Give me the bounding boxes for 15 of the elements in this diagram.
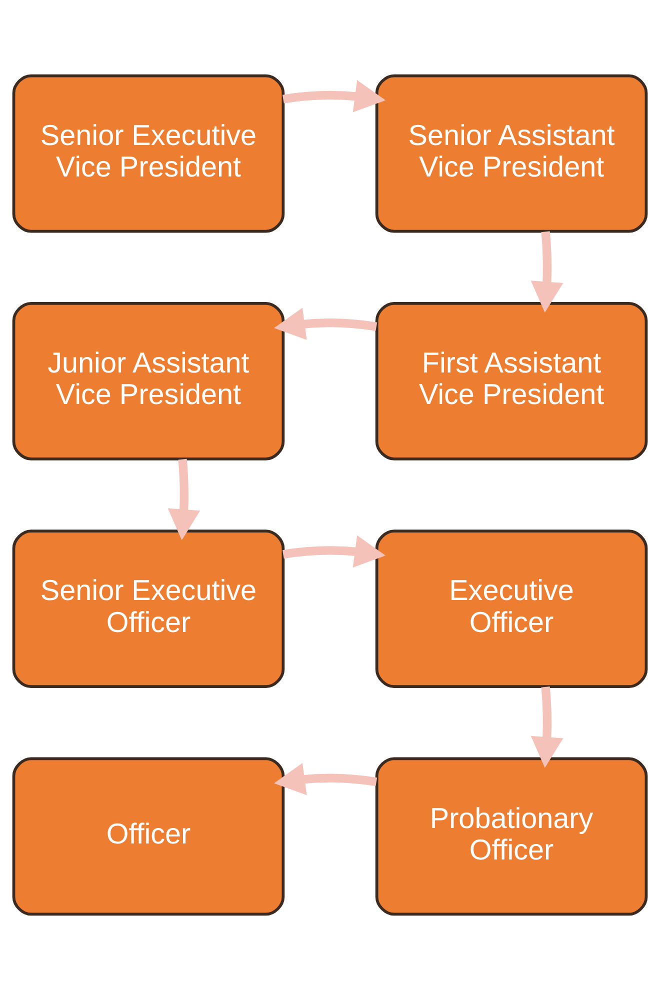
node-box: Probationary Officer <box>375 756 648 916</box>
arrow <box>282 534 386 567</box>
node-box: Senior Assistant Vice President <box>375 74 648 232</box>
node-box: First Assistant Vice President <box>375 301 648 460</box>
node-box: Officer <box>12 756 285 916</box>
arrow <box>168 458 200 540</box>
arrow <box>282 80 386 112</box>
arrow <box>274 762 378 795</box>
node-box: Junior Assistant Vice President <box>12 301 285 460</box>
node-box: Executive Officer <box>375 529 648 688</box>
arrow <box>274 307 378 340</box>
node-box: Senior Executive Vice President <box>12 74 285 232</box>
node-box: Senior Executive Officer <box>12 529 285 688</box>
arrow <box>530 230 564 312</box>
arrow <box>530 686 564 768</box>
